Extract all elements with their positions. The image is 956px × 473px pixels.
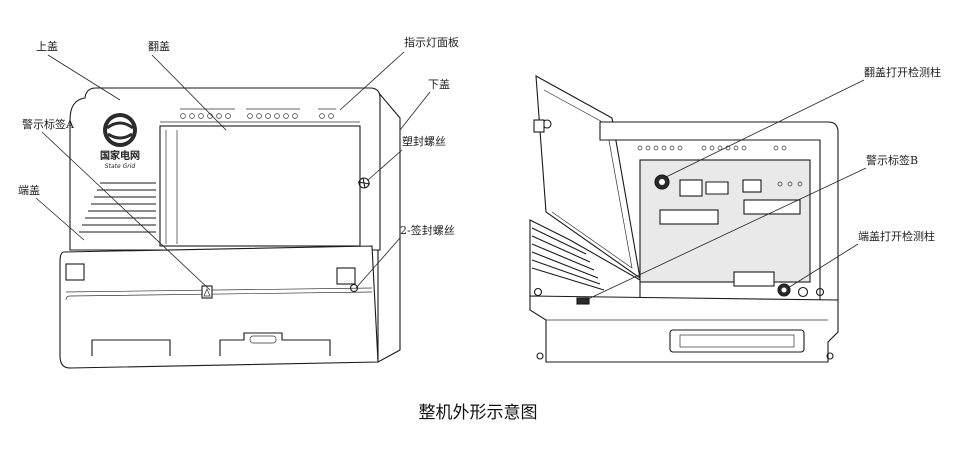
figure-caption: 整机外形示意图 xyxy=(418,403,538,423)
left-device-view: 国家电网 State Grid xyxy=(18,35,459,369)
label-warning-label-b: 警示标签B xyxy=(866,153,918,167)
label-seal-screw: 塑封螺丝 xyxy=(402,134,446,148)
label-lower-cover: 下盖 xyxy=(428,77,450,91)
right-indicator-strip xyxy=(637,145,787,151)
logo-text: 国家电网 xyxy=(100,149,140,162)
state-grid-logo: 国家电网 State Grid xyxy=(100,113,140,170)
terminal-cover xyxy=(59,245,379,369)
right-vent-slots xyxy=(531,227,605,291)
label-warning-label-a: 警示标签A xyxy=(22,117,75,131)
label-flip-cover-detect: 翻盖打开检测柱 xyxy=(864,65,941,79)
warning-label-b xyxy=(576,297,590,305)
right-device-view: 翻盖打开检测柱 警示标签B 端盖打开检测柱 xyxy=(529,65,941,363)
vent-slots xyxy=(79,182,156,233)
label-flip-cover: 翻盖 xyxy=(148,39,170,53)
label-two-seal-screws: 2-签封螺丝 xyxy=(400,223,455,237)
label-upper-cover: 上盖 xyxy=(36,39,58,53)
logo-subtext: State Grid xyxy=(105,163,136,170)
label-terminal-cover-detect: 端盖打开检测柱 xyxy=(858,229,935,243)
label-indicator-panel: 指示灯面板 xyxy=(404,35,459,49)
flip-cover xyxy=(159,125,361,247)
warning-label-a xyxy=(201,285,213,299)
seal-screw xyxy=(358,177,370,189)
label-terminal-cover: 端盖 xyxy=(18,183,40,197)
